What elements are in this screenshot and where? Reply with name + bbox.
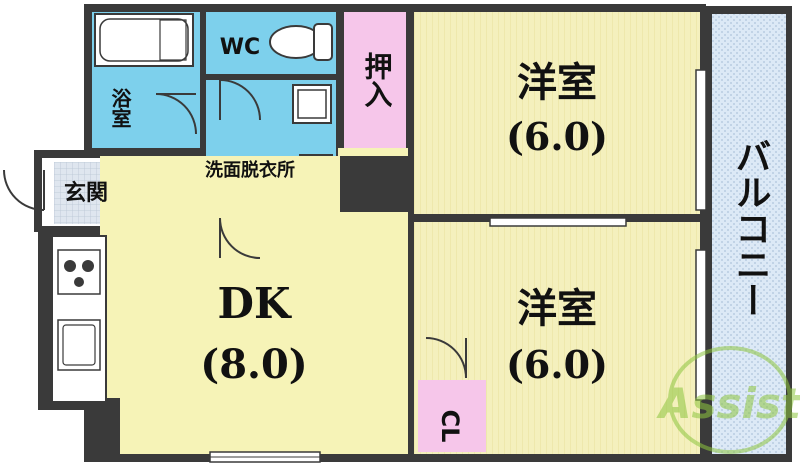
storage-closet-label: 押入 <box>361 51 394 108</box>
bath-label: 浴室 <box>108 88 132 128</box>
toilet-label: WC <box>220 35 260 60</box>
storage-closet <box>344 12 406 148</box>
western-room-bottom-size: (6.0) <box>506 342 608 387</box>
kitchen-sink-icon <box>57 319 101 371</box>
western-room-top <box>414 12 700 214</box>
bath-room <box>92 12 200 148</box>
dining-kitchen-label: DK <box>218 279 292 328</box>
stove-icon <box>57 249 101 295</box>
door-swings <box>3 79 467 379</box>
western-room-top-label: 洋室 <box>517 59 597 106</box>
watermark-text: Assist <box>656 379 800 428</box>
windows <box>209 69 707 463</box>
western-room-bottom-label: 洋室 <box>517 285 597 332</box>
balcony-label: バルコニー <box>730 138 771 318</box>
toilet-icon <box>269 23 333 61</box>
toilet-room <box>206 12 336 74</box>
closet <box>418 380 486 452</box>
washing-machine-icon <box>292 84 332 124</box>
dining-kitchen-size: (8.0) <box>200 341 307 388</box>
washroom-label: 洗面脱衣所 <box>205 159 295 181</box>
watermark-logo: Assist <box>656 346 800 454</box>
kitchen-counter <box>51 235 107 403</box>
balcony <box>702 6 792 462</box>
closet-label: CL <box>436 410 464 443</box>
dining-kitchen <box>100 148 408 454</box>
western-room-top-size: (6.0) <box>506 114 608 159</box>
entrance-label: 玄関 <box>64 180 108 206</box>
